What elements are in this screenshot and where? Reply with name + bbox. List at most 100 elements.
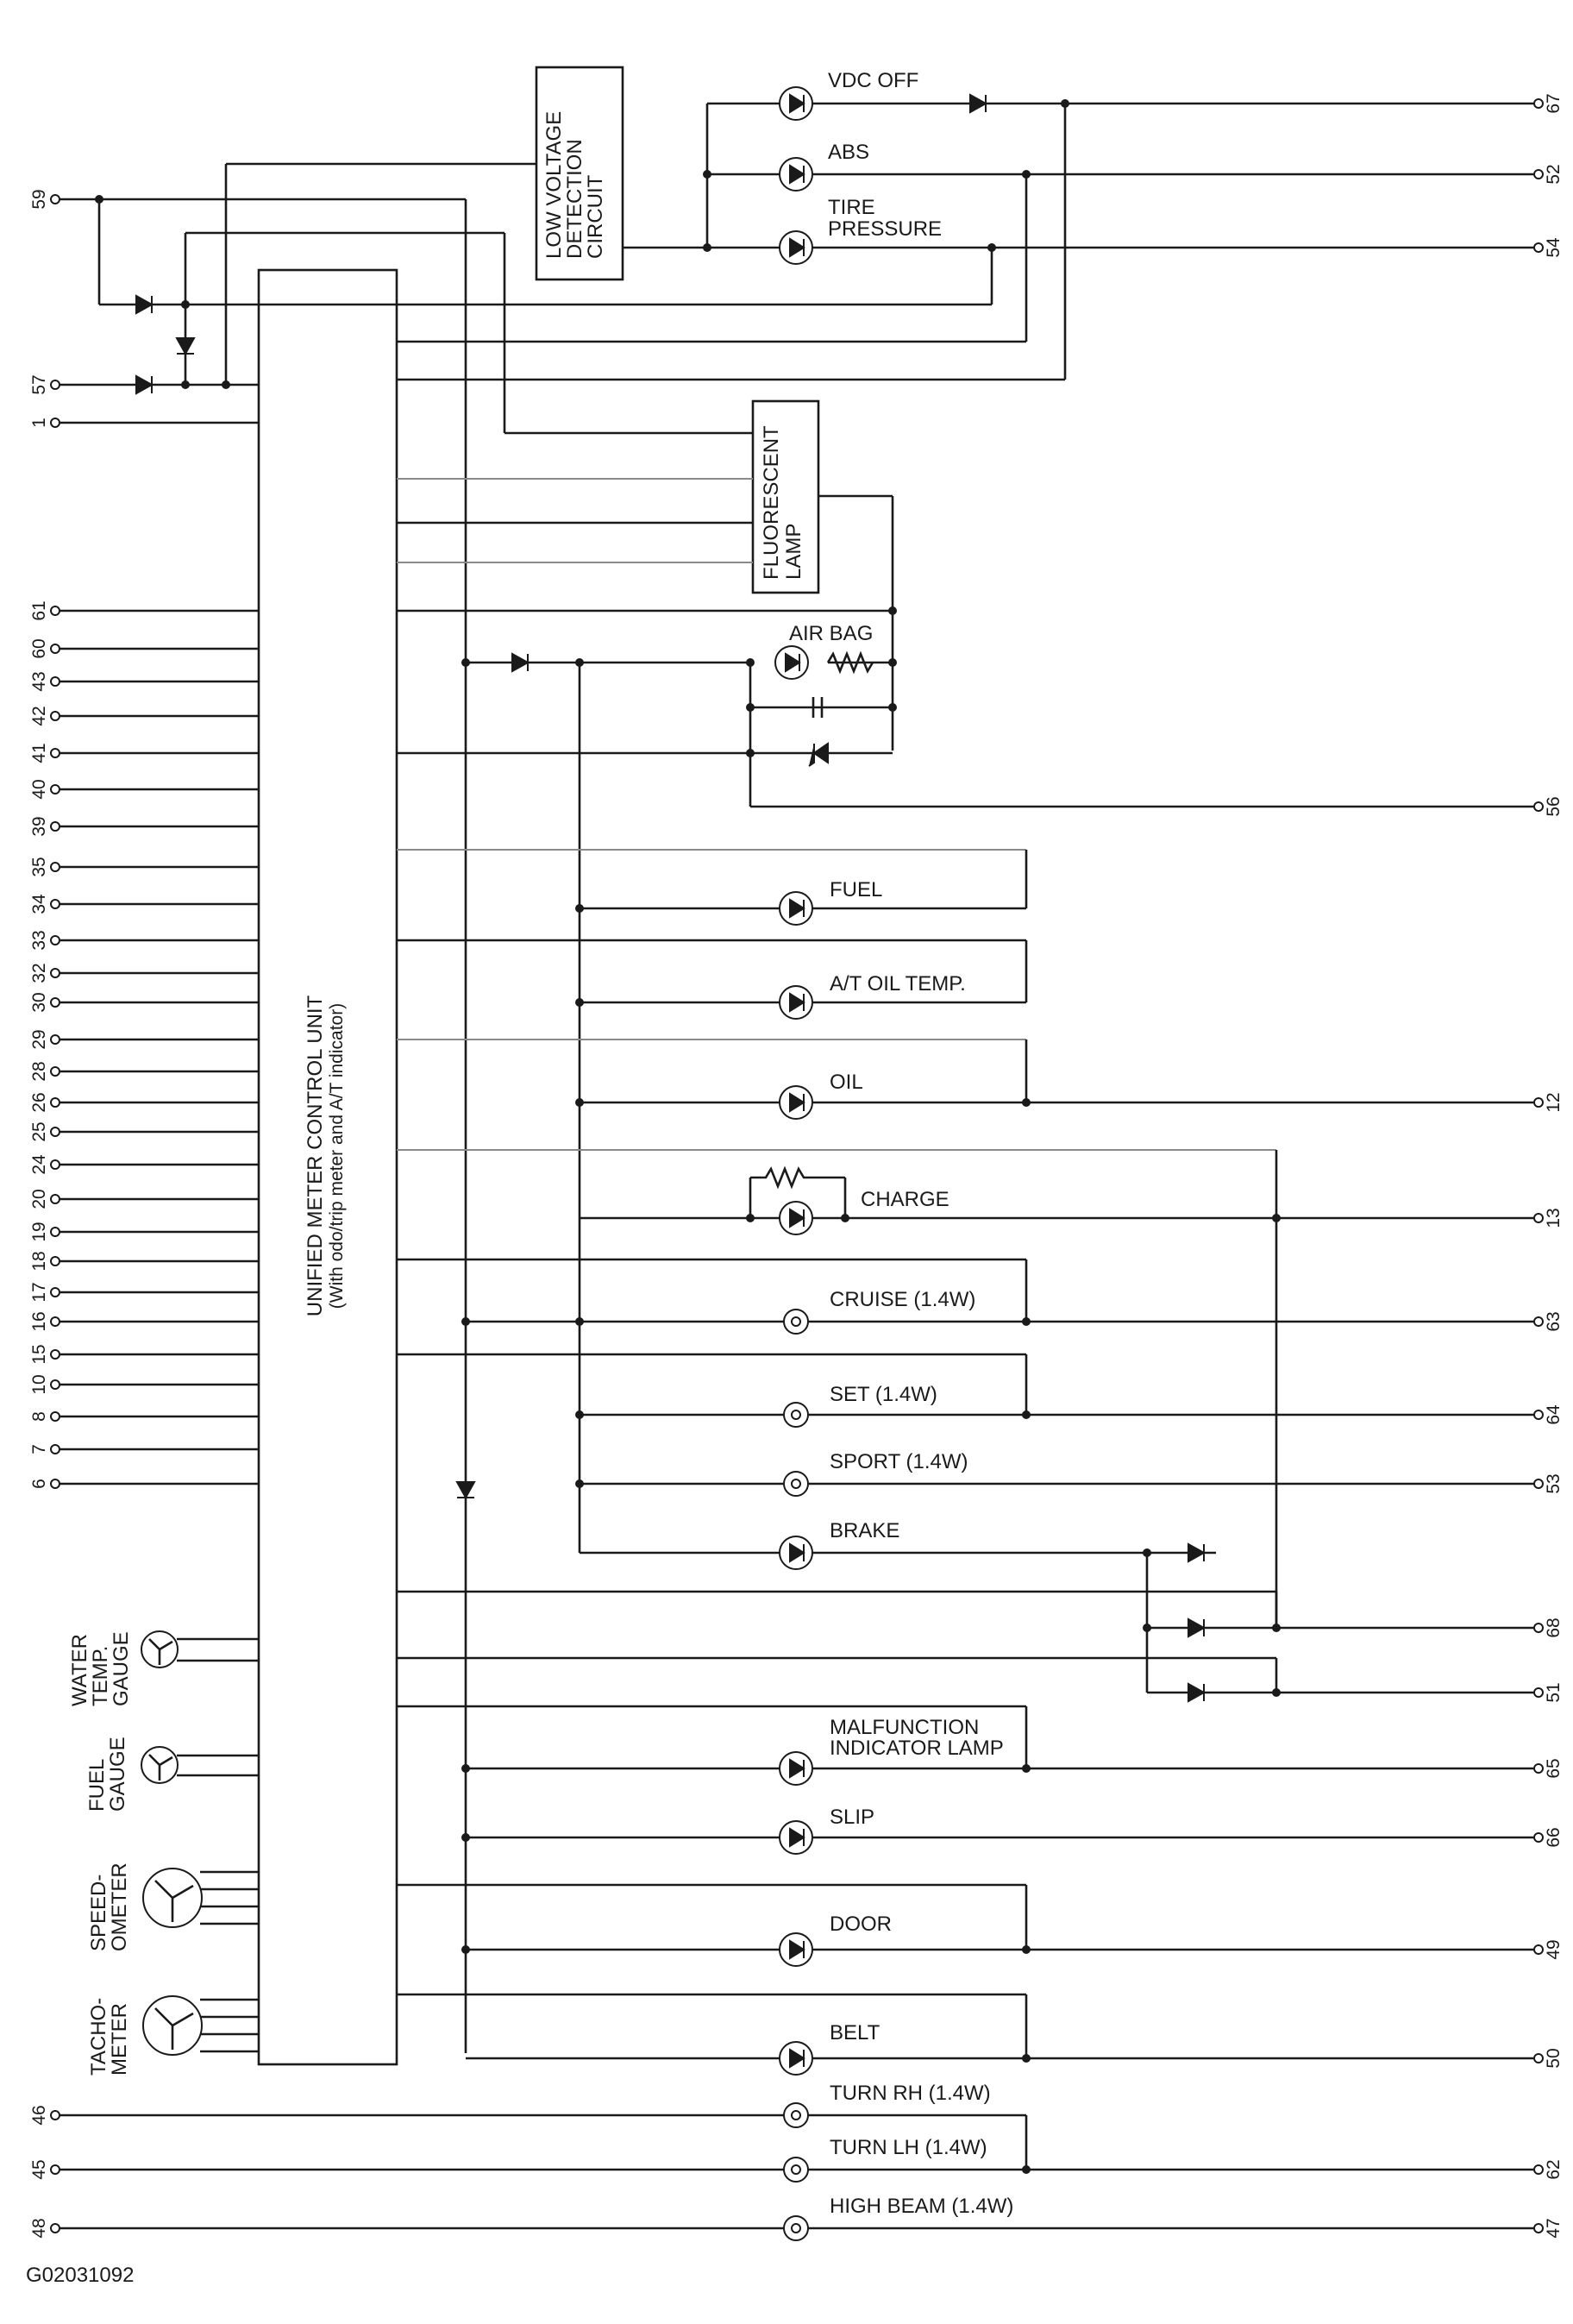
right-pin-terminal xyxy=(1533,169,1544,179)
right-pin-label-67: 67 xyxy=(1544,93,1564,113)
right-pin-label-51: 51 xyxy=(1544,1682,1564,1702)
left-pin-terminal xyxy=(50,997,60,1008)
left-pin-label-41: 41 xyxy=(29,743,49,763)
airbag-junctions xyxy=(461,606,897,757)
left-pin-label-10: 10 xyxy=(29,1374,49,1394)
right-pin-label-63: 63 xyxy=(1544,1311,1564,1331)
charge-resistor xyxy=(750,1165,845,1190)
left-pin-terminal xyxy=(50,380,60,390)
left-pin-terminal xyxy=(50,194,60,204)
door-label: DOOR xyxy=(830,1913,892,1936)
left-pin-label-40: 40 xyxy=(29,779,49,799)
belt-lamp xyxy=(779,2041,813,2076)
tire-pressure-lamp xyxy=(779,230,813,265)
speedometer-label-1: SPEED- xyxy=(87,1875,110,1951)
left-pin-terminal xyxy=(50,2223,60,2233)
at-oil-temp-label: A/T OIL TEMP. xyxy=(830,972,966,996)
pin51-diode xyxy=(1188,1682,1206,1703)
abs-label: ABS xyxy=(828,141,869,164)
supply-diode-1 xyxy=(135,294,154,315)
left-pin-label-45: 45 xyxy=(29,2159,49,2179)
left-pin-terminal xyxy=(50,418,60,428)
low-voltage-line-3: CIRCUIT xyxy=(584,174,607,259)
right-pin-label-68: 68 xyxy=(1544,1617,1564,1637)
supply-diode-3 xyxy=(175,337,196,356)
airbag-capacitor xyxy=(812,697,824,718)
bus-junctions xyxy=(461,904,1281,2063)
left-pin-label-32: 32 xyxy=(29,963,49,983)
left-pin-terminal xyxy=(50,1127,60,1137)
left-pin-label-6: 6 xyxy=(29,1479,49,1489)
left-pin-label-46: 46 xyxy=(29,2105,49,2125)
left-pin-terminal xyxy=(50,676,60,687)
fuel-lamp xyxy=(779,891,813,926)
charge-lamp xyxy=(779,1201,813,1235)
tachometer-label: TACHO- METER xyxy=(87,1998,131,2076)
left-pin-terminal xyxy=(50,784,60,795)
airbag-zener-diode xyxy=(808,742,829,767)
right-pin-terminal xyxy=(1533,2164,1544,2175)
airbag-resistor xyxy=(826,650,874,675)
right-pin-label-47: 47 xyxy=(1544,2218,1564,2238)
water-temp-label-2: TEMP. xyxy=(89,1646,112,1706)
high-beam-label: HIGH BEAM (1.4W) xyxy=(830,2195,1013,2218)
fuel-lamp-label: FUEL xyxy=(830,878,882,901)
set-bulb-icon xyxy=(783,1402,809,1428)
tachometer-label-2: METER xyxy=(108,2003,131,2076)
left-pin-terminal xyxy=(50,1194,60,1204)
sport-bulb-icon xyxy=(783,1471,809,1497)
water-temp-gauge-icon xyxy=(141,1630,179,1668)
right-pin-terminal xyxy=(1533,98,1544,109)
water-temp-gauge-label: WATER TEMP. GAUGE xyxy=(68,1631,133,1706)
fluorescent-line-2: LAMP xyxy=(782,524,805,580)
vdc-off-lamp xyxy=(779,86,813,121)
right-pin-terminal xyxy=(1533,1687,1544,1698)
belt-label: BELT xyxy=(830,2021,881,2044)
airbag-feed-diode xyxy=(511,652,530,673)
right-pin-terminal xyxy=(1533,1410,1544,1420)
left-pin-label-24: 24 xyxy=(29,1154,49,1175)
right-pin-terminal xyxy=(1533,1479,1544,1489)
left-pin-terminal xyxy=(50,1379,60,1390)
right-pin-label-65: 65 xyxy=(1544,1758,1564,1778)
right-pin-terminal xyxy=(1533,2053,1544,2063)
left-pin-label-60: 60 xyxy=(29,638,49,658)
right-pin-label-13: 13 xyxy=(1544,1208,1564,1228)
left-pin-label-29: 29 xyxy=(29,1029,49,1049)
left-pin-label-26: 26 xyxy=(29,1092,49,1112)
right-pin-label-49: 49 xyxy=(1544,1939,1564,1959)
fuel-gauge-label-1: FUEL xyxy=(85,1759,109,1812)
cruise-bulb-icon xyxy=(783,1309,809,1335)
left-pin-terminal xyxy=(50,644,60,654)
left-pin-label-28: 28 xyxy=(29,1061,49,1081)
low-voltage-label: LOW VOLTAGE DETECTION CIRCUIT xyxy=(542,111,607,259)
speedometer-icon xyxy=(142,1868,203,1928)
right-pin-terminal xyxy=(1533,1213,1544,1223)
slip-lamp xyxy=(779,1820,813,1855)
supply-junctions xyxy=(95,99,1069,389)
right-pin-terminal xyxy=(1533,1623,1544,1633)
turn-rh-bulb-icon xyxy=(783,2102,809,2128)
tachometer-icon xyxy=(142,1995,203,2056)
left-pin-terminal xyxy=(50,748,60,758)
sport-label: SPORT (1.4W) xyxy=(830,1450,968,1473)
door-lamp xyxy=(779,1932,813,1967)
right-pin-terminal xyxy=(1533,801,1544,812)
high-beam-bulb-icon xyxy=(783,2215,809,2241)
turn-lh-bulb-icon xyxy=(783,2157,809,2183)
left-pin-terminal xyxy=(50,2164,60,2175)
left-pin-label-20: 20 xyxy=(29,1189,49,1209)
left-pin-terminal xyxy=(50,1444,60,1454)
left-pin-terminal xyxy=(50,1479,60,1489)
left-pin-label-30: 30 xyxy=(29,992,49,1012)
left-pin-terminal xyxy=(50,1066,60,1077)
right-pin-label-53: 53 xyxy=(1544,1473,1564,1493)
left-pin-terminal xyxy=(50,968,60,978)
right-pin-label-62: 62 xyxy=(1544,2159,1564,2179)
low-voltage-line-2: DETECTION xyxy=(563,139,586,259)
mil-label-2: INDICATOR LAMP xyxy=(830,1737,1004,1760)
left-pin-terminal xyxy=(50,899,60,909)
right-pin-label-56: 56 xyxy=(1544,796,1564,816)
left-pin-terminal xyxy=(50,1349,60,1360)
